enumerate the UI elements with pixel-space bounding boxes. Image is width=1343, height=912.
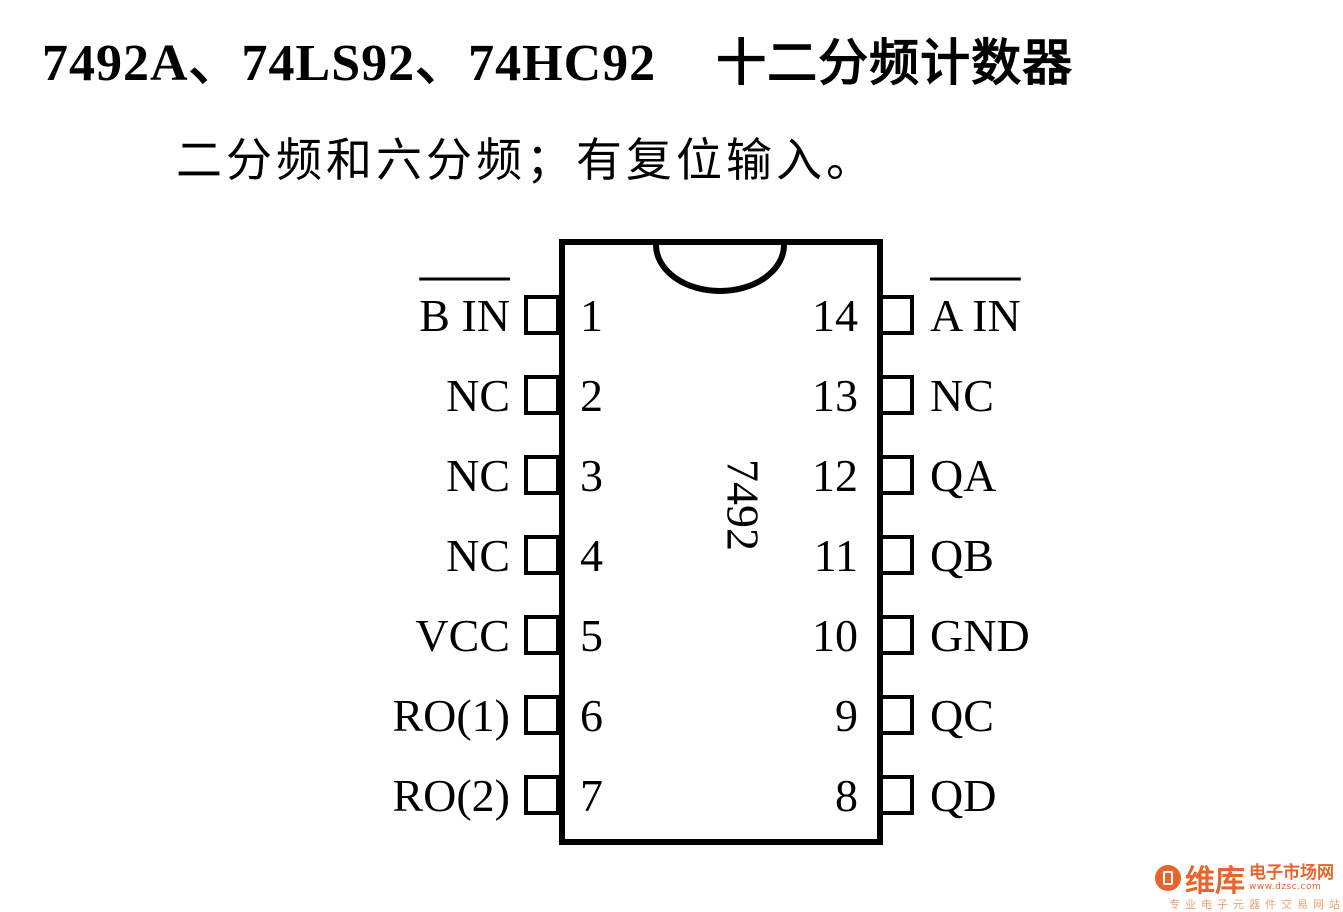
pin-1-number: 1 bbox=[580, 290, 603, 341]
circuit-icon bbox=[1155, 865, 1181, 891]
pin-10-name: GND bbox=[930, 610, 1030, 661]
pin-14-name: A IN bbox=[930, 290, 1021, 341]
watermark-url: www.dzsc.com bbox=[1249, 882, 1322, 892]
chip-notch bbox=[653, 244, 787, 294]
pin-10-pad bbox=[878, 615, 914, 655]
pin-9-pad bbox=[878, 695, 914, 735]
right-pins: 14 A IN 13 NC 12 QA 11 QB 10 GND 9 QC 8 QD bbox=[812, 277, 1030, 821]
pin-1-name: B IN bbox=[419, 290, 510, 341]
watermark-tagline: 专业电子元器件交易网站 bbox=[1169, 898, 1343, 911]
pin-4-pad bbox=[524, 535, 560, 575]
title-part-numbers: 7492A、74LS92、74HC92 bbox=[42, 35, 657, 92]
pin-13-number: 13 bbox=[812, 370, 858, 421]
watermark-brand: 维库 bbox=[1185, 864, 1245, 899]
pin-2-name: NC bbox=[446, 370, 510, 421]
pin-8-name: QD bbox=[930, 770, 996, 821]
pin-11-pad bbox=[878, 535, 914, 575]
pin-9-number: 9 bbox=[835, 690, 858, 741]
pin-1-pad bbox=[524, 295, 560, 335]
pin-5-number: 5 bbox=[580, 610, 603, 661]
watermark-market: 电子市场网 bbox=[1249, 863, 1334, 883]
pin-10-number: 10 bbox=[812, 610, 858, 661]
pin-7-pad bbox=[524, 775, 560, 815]
pin-9-name: QC bbox=[930, 690, 994, 741]
pin-14-pad bbox=[878, 295, 914, 335]
page-subtitle: 二分频和六分频；有复位输入。 bbox=[176, 133, 876, 187]
pin-6-pad bbox=[524, 695, 560, 735]
pin-7-number: 7 bbox=[580, 770, 603, 821]
page-title: 7492A、74LS92、74HC92 十二分频计数器 bbox=[42, 20, 1073, 95]
pin-5-name: VCC bbox=[415, 610, 510, 661]
pin-11-name: QB bbox=[930, 530, 994, 581]
pin-14-number: 14 bbox=[812, 290, 858, 341]
chip-label: 7492 bbox=[717, 459, 768, 551]
pin-3-name: NC bbox=[446, 450, 510, 501]
pin-8-pad bbox=[878, 775, 914, 815]
pin-3-number: 3 bbox=[580, 450, 603, 501]
pin-6-name: RO(1) bbox=[392, 690, 510, 741]
pin-13-name: NC bbox=[930, 370, 994, 421]
pin-12-number: 12 bbox=[812, 450, 858, 501]
pin-2-number: 2 bbox=[580, 370, 603, 421]
pin-2-pad bbox=[524, 375, 560, 415]
pin-7-name: RO(2) bbox=[392, 770, 510, 821]
pin-12-name: QA bbox=[930, 450, 996, 501]
title-description: 十二分频计数器 bbox=[716, 34, 1074, 92]
pin-11-number: 11 bbox=[814, 530, 858, 581]
pin-8-number: 8 bbox=[835, 770, 858, 821]
pin-13-pad bbox=[878, 375, 914, 415]
pin-12-pad bbox=[878, 455, 914, 495]
pin-6-number: 6 bbox=[580, 690, 603, 741]
pin-5-pad bbox=[524, 615, 560, 655]
pin-4-name: NC bbox=[446, 530, 510, 581]
pin-3-pad bbox=[524, 455, 560, 495]
pin-4-number: 4 bbox=[580, 530, 603, 581]
